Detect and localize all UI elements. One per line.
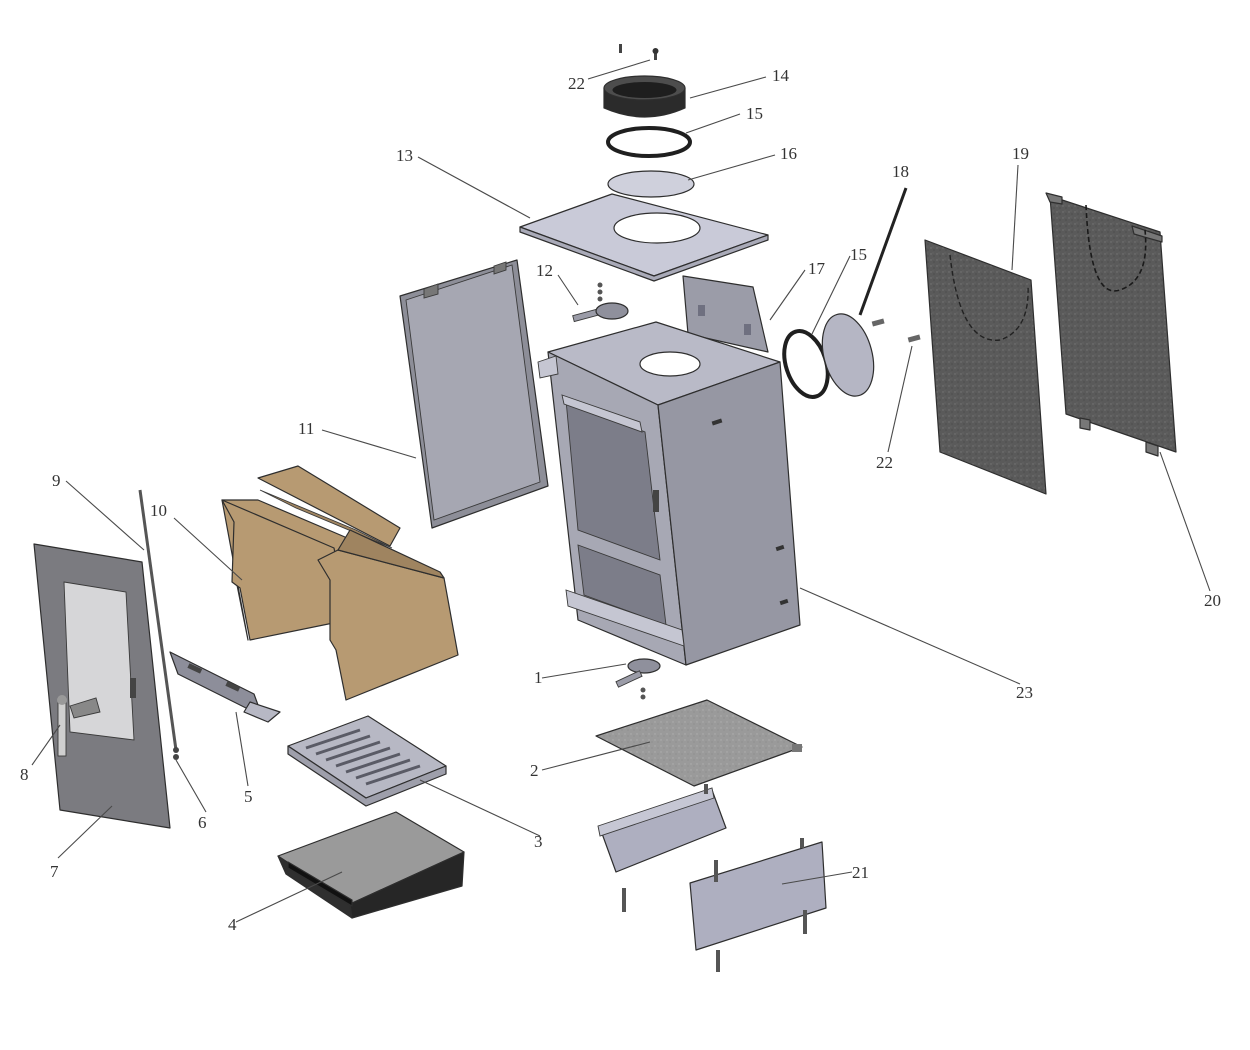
stove-body [537, 321, 801, 666]
primary-air-valve [615, 658, 661, 700]
callout-4: 4 [228, 915, 237, 934]
flue-gasket [606, 126, 692, 158]
callout-5: 5 [244, 787, 253, 806]
rear-heat-shield [924, 239, 1047, 495]
callout-3: 3 [534, 832, 543, 851]
callout-22-rear: 22 [876, 453, 893, 472]
top-plate [519, 193, 769, 282]
callout-10: 10 [150, 501, 167, 520]
rear-outlet-cover [821, 187, 908, 397]
front-leg-plinth [597, 784, 727, 912]
callout-16: 16 [780, 144, 797, 163]
callout-14: 14 [772, 66, 790, 85]
callout-7: 7 [50, 862, 59, 881]
callout-20: 20 [1204, 591, 1221, 610]
rear-outer-panel [1045, 192, 1177, 457]
callout-13: 13 [396, 146, 413, 165]
callout-15-top: 15 [746, 104, 763, 123]
callout-22-top: 22 [568, 74, 585, 93]
callout-19: 19 [1012, 144, 1029, 163]
callout-9: 9 [52, 471, 61, 490]
flue-disc-plate [607, 170, 695, 198]
air-control-valve [572, 282, 629, 323]
callout-labels: 22 14 15 16 13 18 19 12 17 15 11 22 9 10… [20, 66, 1221, 934]
callout-11: 11 [298, 419, 314, 438]
flue-screws [619, 44, 659, 60]
callout-6: 6 [198, 813, 207, 832]
rear-baffle-plate [682, 275, 769, 353]
rear-screws [871, 318, 921, 343]
callout-2: 2 [530, 761, 539, 780]
callout-15-rear: 15 [850, 245, 867, 264]
flue-collar [603, 75, 686, 118]
callout-17: 17 [808, 259, 826, 278]
stove-door [33, 543, 171, 829]
airwash-plate [169, 651, 281, 723]
callout-18: 18 [892, 162, 909, 181]
callout-23: 23 [1016, 683, 1033, 702]
base-plate [595, 699, 803, 787]
side-panel [399, 259, 549, 529]
door-handle [57, 695, 101, 757]
fire-grate [287, 715, 447, 807]
rear-leg-plinth [689, 838, 827, 972]
callout-12: 12 [536, 261, 553, 280]
callout-1: 1 [534, 668, 543, 687]
callout-21: 21 [852, 863, 869, 882]
door-rope-seal [138, 489, 178, 751]
ash-pan [277, 811, 465, 919]
leader-lines [31, 59, 1211, 923]
door-hinge-washer [173, 747, 179, 760]
callout-8: 8 [20, 765, 29, 784]
fire-bricks [221, 465, 459, 701]
